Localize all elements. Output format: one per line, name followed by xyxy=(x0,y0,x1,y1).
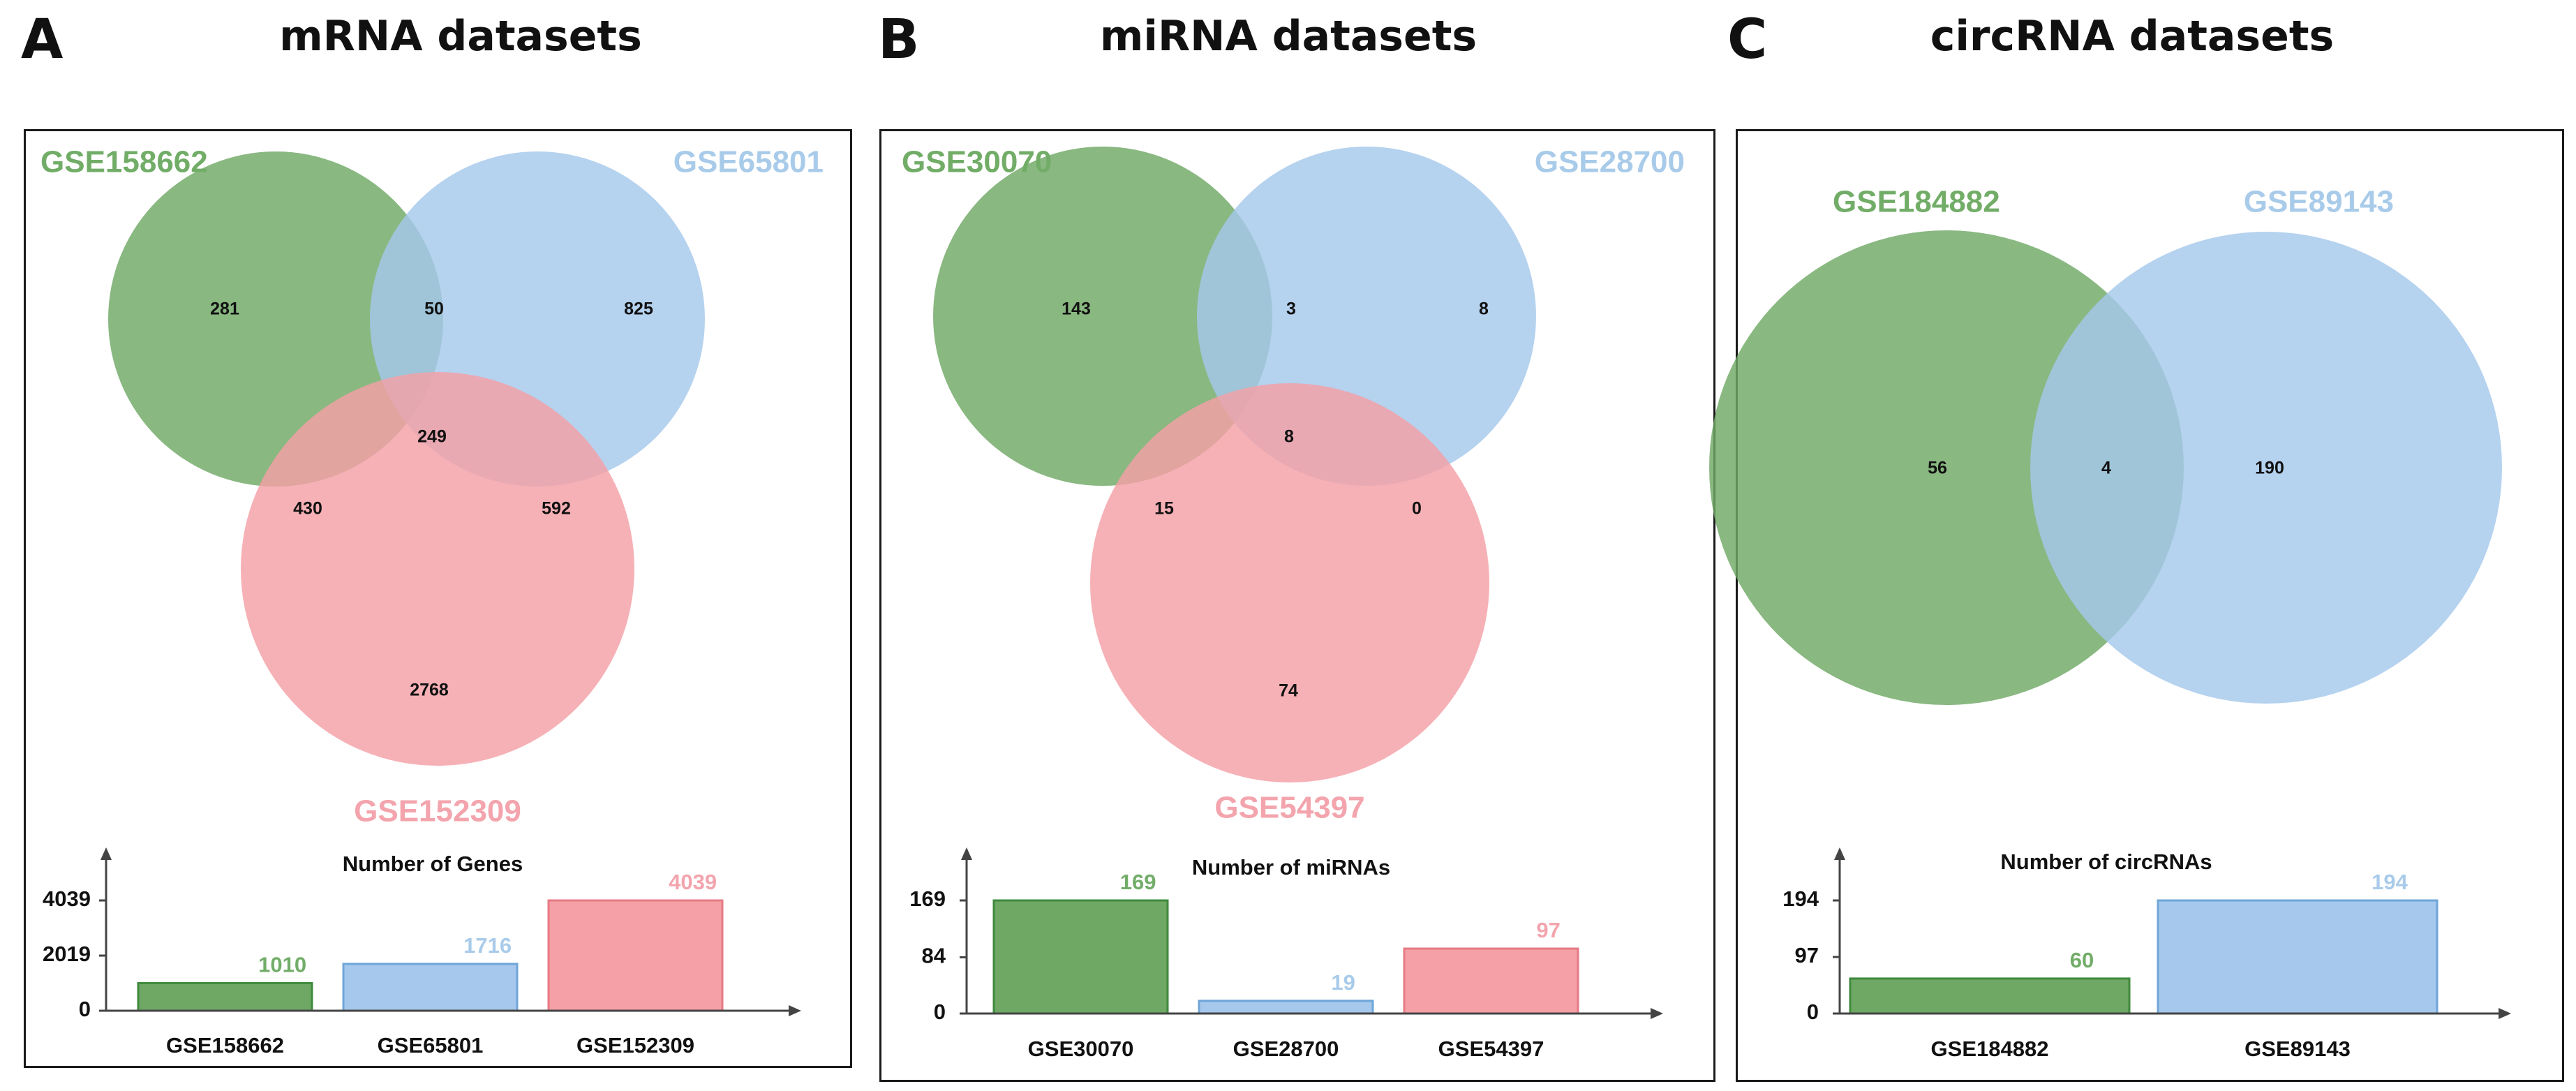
bar-gse158662 xyxy=(137,981,313,1012)
venn-set-label: GSE184882 xyxy=(1833,185,2000,219)
bar-gse30070 xyxy=(992,899,1169,1015)
bar-chart-title: Number of miRNAs xyxy=(1192,855,1390,880)
y-tick-label: 97 xyxy=(1795,943,1819,967)
x-tick-label: GSE30070 xyxy=(1028,1037,1134,1061)
y-tick-label: 4039 xyxy=(43,886,91,911)
venn-region-count: 15 xyxy=(1154,499,1174,519)
bar-gse89143 xyxy=(2157,899,2439,1015)
bar-value-label: 97 xyxy=(1536,918,1560,942)
venn-region-count: 281 xyxy=(210,299,239,319)
panel-b-title: miRNA datasets xyxy=(1099,12,1477,61)
venn-set-label: GSE54397 xyxy=(1214,791,1364,825)
bar-value-label: 60 xyxy=(2070,948,2094,972)
venn-region-count: 430 xyxy=(293,499,322,519)
x-tick-label: GSE54397 xyxy=(1438,1037,1544,1061)
panel-a-letter: A xyxy=(21,8,64,71)
y-tick-label: 84 xyxy=(922,944,946,968)
venn-set-label: GSE30070 xyxy=(902,145,1052,179)
venn-set-label: GSE28700 xyxy=(1535,145,1685,179)
venn-region-count: 592 xyxy=(542,499,571,519)
venn-region-count: 4 xyxy=(2101,459,2111,478)
y-tick-label: 2019 xyxy=(43,942,91,966)
bar-value-label: 19 xyxy=(1331,970,1355,995)
venn-region-count: 190 xyxy=(2255,459,2284,478)
venn-region-count: 8 xyxy=(1479,299,1489,319)
y-axis-arrow xyxy=(1834,847,1845,860)
venn-set-label: GSE89143 xyxy=(2244,185,2394,219)
bar-gse28700 xyxy=(1198,1000,1374,1015)
x-tick-label: GSE158662 xyxy=(166,1033,284,1057)
y-tick-label: 0 xyxy=(934,1000,946,1024)
y-axis-arrow xyxy=(100,847,112,860)
venn-set-label: GSE152309 xyxy=(354,794,521,829)
panel-c-letter: C xyxy=(1727,8,1768,71)
venn-circle-gse54397 xyxy=(1090,383,1489,782)
x-tick-label: GSE152309 xyxy=(576,1033,694,1057)
bar-value-label: 4039 xyxy=(669,870,717,894)
venn-region-count: 0 xyxy=(1412,499,1422,519)
bar-chart-title: Number of circRNAs xyxy=(2000,849,2212,874)
bar-value-label: 169 xyxy=(1120,870,1156,894)
bar-gse184882 xyxy=(1849,977,2131,1015)
bar-value-label: 1010 xyxy=(258,953,306,977)
x-tick-label: GSE65801 xyxy=(378,1033,484,1057)
venn-circle-gse152309 xyxy=(241,372,634,766)
venn-region-count: 50 xyxy=(424,299,444,319)
bar-value-label: 194 xyxy=(2372,870,2408,894)
venn-region-count: 2768 xyxy=(410,681,449,700)
y-axis-arrow xyxy=(961,847,972,860)
x-axis-arrow xyxy=(2499,1008,2511,1019)
venn-region-count: 3 xyxy=(1286,299,1296,319)
y-tick-label: 0 xyxy=(1807,1000,1819,1024)
venn-region-count: 8 xyxy=(1284,427,1294,447)
panel-a-title: mRNA datasets xyxy=(279,12,642,61)
venn-region-count: 143 xyxy=(1062,299,1091,319)
venn-region-count: 249 xyxy=(417,427,447,447)
bar-value-label: 1716 xyxy=(463,933,512,958)
venn-set-label: GSE65801 xyxy=(673,145,824,179)
bar-gse65801 xyxy=(342,963,519,1012)
y-tick-label: 0 xyxy=(79,997,91,1021)
bar-gse54397 xyxy=(1403,947,1579,1015)
venn-circle-gse30070 xyxy=(933,147,1272,486)
bar-gse152309 xyxy=(547,899,724,1012)
y-tick-label: 194 xyxy=(1782,886,1819,911)
venn-circle-gse89143 xyxy=(2030,232,2502,704)
bar-chart-title: Number of Genes xyxy=(343,852,523,876)
venn-region-count: 825 xyxy=(624,299,653,319)
x-tick-label: GSE28700 xyxy=(1233,1037,1339,1061)
venn-region-count: 74 xyxy=(1279,681,1298,701)
venn-region-count: 56 xyxy=(1928,459,1947,478)
panel-c-title: circRNA datasets xyxy=(1930,12,2335,61)
y-tick-label: 169 xyxy=(909,886,946,911)
x-axis-arrow xyxy=(1651,1008,1663,1019)
x-tick-label: GSE89143 xyxy=(2244,1037,2351,1061)
venn-set-label: GSE158662 xyxy=(40,145,208,179)
x-tick-label: GSE184882 xyxy=(1931,1037,2049,1061)
x-axis-arrow xyxy=(789,1005,801,1016)
panel-b-letter: B xyxy=(878,8,920,71)
